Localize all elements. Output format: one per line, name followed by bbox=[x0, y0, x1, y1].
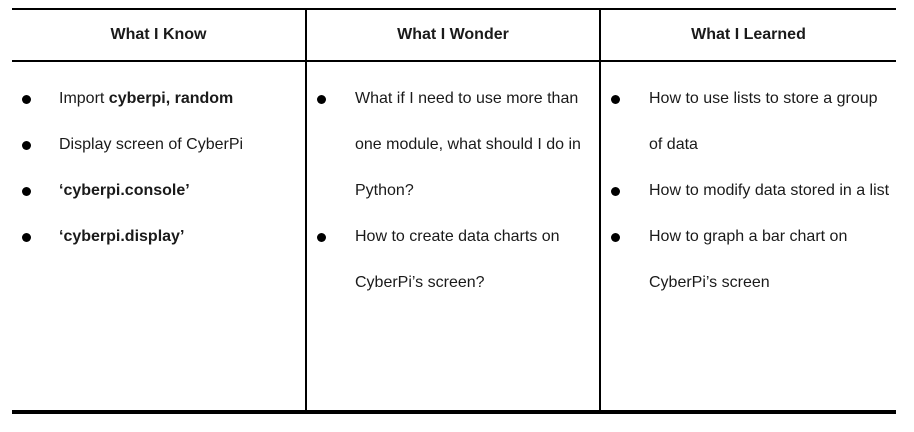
wonder-column: What if I need to use more than one modu… bbox=[305, 62, 599, 410]
know-item-import-separator: , bbox=[165, 90, 175, 107]
bullet-icon bbox=[22, 187, 31, 196]
know-item-display-text: ‘cyberpi.display’ bbox=[59, 228, 185, 245]
wonder-list: What if I need to use more than one modu… bbox=[307, 76, 599, 306]
learned-item-modify-text: How to modify data stored in a list bbox=[649, 182, 890, 199]
header-what-i-wonder: What I Wonder bbox=[305, 10, 599, 60]
learned-item-lists-text: How to use lists to store a group of dat… bbox=[649, 90, 878, 153]
wonder-item-charts: How to create data charts on CyberPi’s s… bbox=[307, 214, 599, 306]
bullet-icon bbox=[22, 95, 31, 104]
bullet-icon bbox=[317, 95, 326, 104]
body-row: Import cyberpi, random Display screen of… bbox=[12, 62, 896, 410]
know-item-display: ‘cyberpi.display’ bbox=[12, 214, 305, 260]
learned-column: How to use lists to store a group of dat… bbox=[599, 62, 896, 410]
know-list: Import cyberpi, random Display screen of… bbox=[12, 76, 305, 260]
kwl-table: What I Know What I Wonder What I Learned… bbox=[12, 8, 896, 414]
header-row: What I Know What I Wonder What I Learned bbox=[12, 10, 896, 62]
header-what-i-know: What I Know bbox=[110, 26, 207, 43]
bullet-icon bbox=[611, 233, 620, 242]
know-item-display-screen-text: Display screen of CyberPi bbox=[59, 136, 244, 153]
wonder-item-charts-text: How to create data charts on CyberPi’s s… bbox=[355, 228, 560, 291]
know-item-display-screen: Display screen of CyberPi bbox=[12, 122, 305, 168]
know-item-import: Import cyberpi, random bbox=[12, 76, 305, 122]
know-item-import-random: random bbox=[174, 90, 234, 107]
bullet-icon bbox=[317, 233, 326, 242]
know-item-console: ‘cyberpi.console’ bbox=[12, 168, 305, 214]
header-what-i-learned: What I Learned bbox=[599, 10, 896, 60]
bullet-icon bbox=[611, 187, 620, 196]
learned-item-modify: How to modify data stored in a list bbox=[601, 168, 896, 214]
know-item-import-prefix: Import bbox=[59, 90, 109, 107]
know-item-import-cyberpi: cyberpi bbox=[108, 90, 166, 107]
learned-list: How to use lists to store a group of dat… bbox=[601, 76, 896, 306]
bullet-icon bbox=[611, 95, 620, 104]
learned-item-bar-chart-text: How to graph a bar chart on CyberPi’s sc… bbox=[649, 228, 848, 291]
wonder-item-modules: What if I need to use more than one modu… bbox=[307, 76, 599, 214]
bullet-icon bbox=[22, 141, 31, 150]
learned-item-bar-chart: How to graph a bar chart on CyberPi’s sc… bbox=[601, 214, 896, 306]
bullet-icon bbox=[22, 233, 31, 242]
know-column: Import cyberpi, random Display screen of… bbox=[12, 62, 305, 410]
know-item-console-text: ‘cyberpi.console’ bbox=[59, 182, 190, 199]
learned-item-lists: How to use lists to store a group of dat… bbox=[601, 76, 896, 168]
wonder-item-modules-text: What if I need to use more than one modu… bbox=[355, 90, 581, 199]
